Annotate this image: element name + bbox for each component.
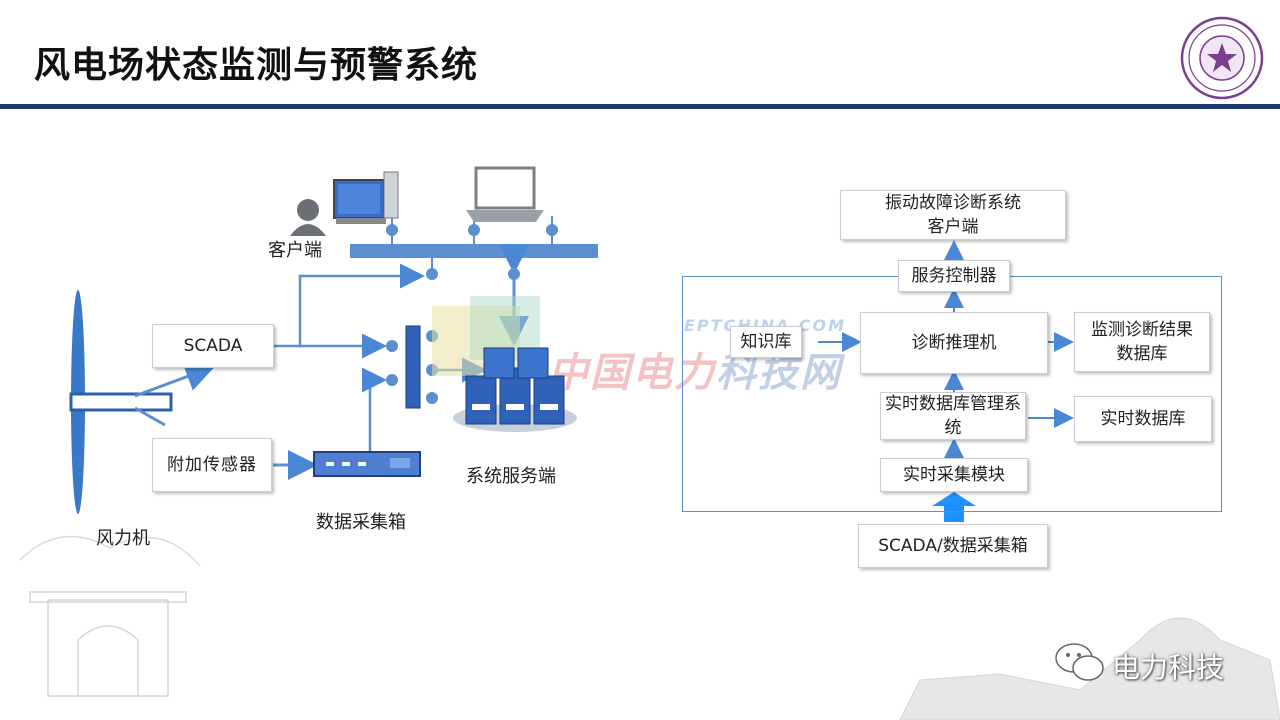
server-cluster-icon [453,347,577,432]
sensor-box: 附加传感器 [152,438,272,492]
laptop-icon [466,166,544,222]
realtime-database-box: 实时数据库 [1074,396,1212,442]
acquisition-module-box: 实时采集模块 [880,458,1028,492]
source-box: SCADA/数据采集箱 [858,524,1048,568]
turbine-label: 风力机 [96,528,150,549]
result-database-box: 监测诊断结果数据库 [1074,312,1210,372]
daq-label: 数据采集箱 [316,512,406,533]
university-seal-icon [1180,16,1264,100]
page-title: 风电场状态监测与预警系统 [34,45,479,86]
inference-engine-box: 诊断推理机 [860,312,1048,374]
client-box: 振动故障诊断系统客户端 [840,190,1066,240]
watermark-url: EPTCHINA.COM [684,316,846,335]
watermark-name: 中国电力科技网 [548,350,842,396]
campus-gate-sketch [19,535,201,697]
scada-box: SCADA [152,324,274,368]
data-acquisition-box-icon [313,451,421,477]
client-label: 客户端 [268,240,322,261]
rtdb-management-box: 实时数据库管理系统 [880,392,1026,440]
wechat-icon [1055,643,1104,681]
turbine-nacelle [69,392,173,412]
source-block-arrow [932,492,976,522]
title-rule [0,104,1280,109]
knowledge-base-box: 知识库 [730,326,802,358]
user-icon [290,199,326,236]
service-controller-box: 服务控制器 [898,260,1010,292]
network-bus [350,244,598,258]
wechat-account-name: 电力科技 [1112,651,1225,684]
server-label: 系统服务端 [466,466,556,487]
desktop-pc-icon [333,171,399,224]
server-rack [405,325,421,409]
